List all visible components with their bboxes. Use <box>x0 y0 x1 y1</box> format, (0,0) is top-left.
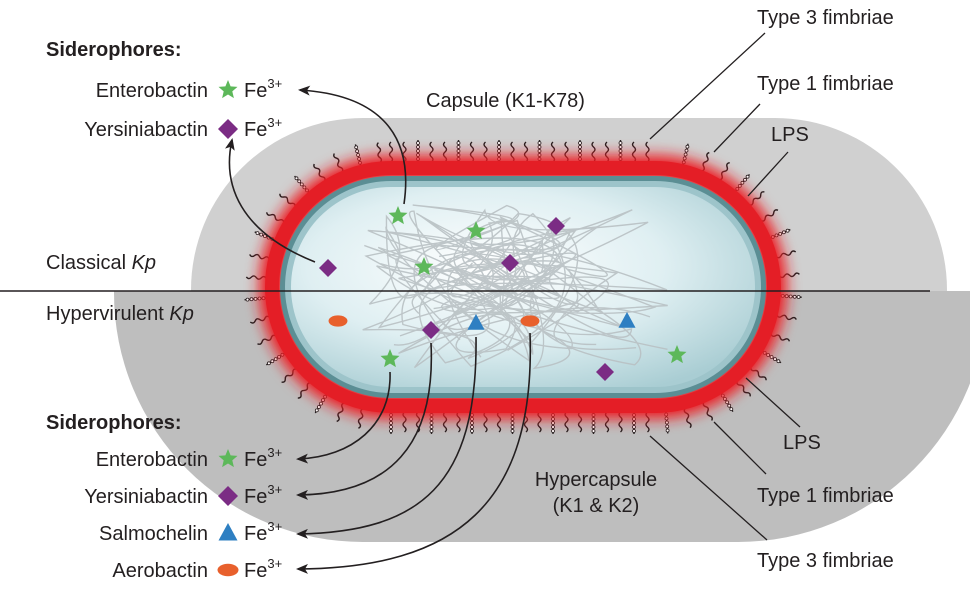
cell-triangle-icon <box>618 312 636 328</box>
cell-star-icon <box>380 349 400 368</box>
leader-type3-bottom <box>649 435 768 541</box>
cell-star-icon <box>414 257 434 276</box>
star-icon <box>218 449 238 468</box>
cell-star-icon <box>667 345 687 364</box>
cell-star-icon <box>388 206 408 225</box>
leader-type1-top <box>713 103 761 153</box>
arrow-yersiniabactin-bottom <box>296 342 433 500</box>
cell-diamond-icon <box>501 254 519 272</box>
legend-name-enterobactin: Enterobactin <box>96 449 208 471</box>
cell-diamond-icon <box>596 363 614 381</box>
arrow-enterobactin-bottom <box>296 371 391 464</box>
label-type3-fimbriae-bottom: Type 3 fimbriae <box>757 550 894 572</box>
label-type1-fimbriae-top: Type 1 fimbriae <box>757 73 894 95</box>
legend-iron-label: Fe3+ <box>244 76 282 102</box>
bottom-siderophores-heading: Siderophores: <box>46 412 182 434</box>
legend-iron-label: Fe3+ <box>244 482 282 508</box>
label-type3-fimbriae-top: Type 3 fimbriae <box>757 7 894 29</box>
legend-iron-label: Fe3+ <box>244 445 282 471</box>
cell-ellipse-icon <box>328 315 348 327</box>
star-icon <box>218 80 238 99</box>
legend-name-yersiniabactin: Yersiniabactin <box>84 119 208 141</box>
top-siderophores-heading: Siderophores: <box>46 39 182 61</box>
label-capsule: Capsule (K1-K78) <box>426 90 585 112</box>
nucleoid-dna <box>362 204 668 370</box>
diamond-icon <box>218 486 238 506</box>
label-hypervirulent-kp: Hypervirulent Kp <box>46 303 194 325</box>
triangle-icon <box>218 523 238 541</box>
leader-type3-top <box>649 32 766 140</box>
cell-siderophores <box>319 206 687 381</box>
arrow-yersiniabactin-top <box>224 138 316 263</box>
ellipse-icon <box>217 563 239 577</box>
label-hypercapsule-line2: (K1 & K2) <box>553 495 640 517</box>
legend-iron-label: Fe3+ <box>244 556 282 582</box>
arrow-aerobactin-bottom <box>296 332 532 574</box>
arrow-salmochelin-bottom <box>296 336 477 539</box>
outer-membrane <box>265 161 781 413</box>
cell-star-icon <box>466 221 486 240</box>
label-lps-top: LPS <box>771 124 809 146</box>
legend-name-yersiniabactin: Yersiniabactin <box>84 486 208 508</box>
cell-ellipse-icon <box>520 315 540 327</box>
cell-diamond-icon <box>319 259 337 277</box>
legend-name-salmochelin: Salmochelin <box>99 523 208 545</box>
legend-name-aerobactin: Aerobactin <box>112 560 208 582</box>
legend-iron-label: Fe3+ <box>244 115 282 141</box>
label-hypercapsule-line1: Hypercapsule <box>535 469 657 491</box>
leader-lps-bottom <box>745 377 801 428</box>
label-classical-kp: Classical Kp <box>46 252 156 274</box>
cell-triangle-icon <box>467 314 485 330</box>
structure-leader-lines <box>649 32 801 541</box>
leader-lps-top <box>747 151 789 197</box>
label-type1-fimbriae-bottom: Type 1 fimbriae <box>757 485 894 507</box>
arrow-enterobactin-top <box>298 85 407 205</box>
cell-diamond-icon <box>422 321 440 339</box>
export-arrows <box>224 85 532 574</box>
diamond-icon <box>218 119 238 139</box>
label-lps-bottom: LPS <box>783 432 821 454</box>
leader-type1-bottom <box>713 421 767 475</box>
cell-diamond-icon <box>547 217 565 235</box>
legend-iron-label: Fe3+ <box>244 519 282 545</box>
legend-name-enterobactin: Enterobactin <box>96 80 208 102</box>
